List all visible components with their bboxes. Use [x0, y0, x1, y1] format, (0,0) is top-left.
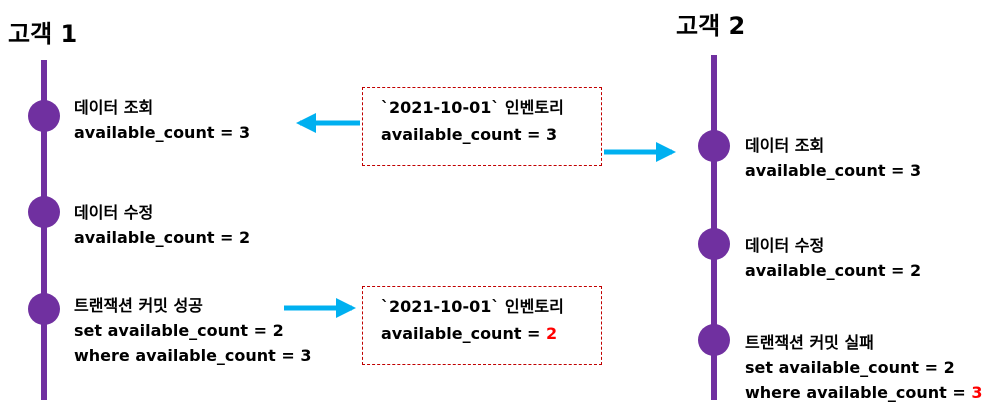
event-title: 데이터 수정	[745, 236, 825, 255]
inventory-before-box: `2021-10-01` 인벤토리 available_count = 3	[362, 87, 602, 166]
condition-text: where available_count =	[745, 383, 972, 402]
customer2-timeline	[711, 55, 717, 400]
customer1-event-read: 데이터 조회 available_count = 3	[74, 95, 250, 145]
customer1-event-marker	[28, 100, 60, 132]
customer2-event-update: 데이터 수정 available_count = 2	[745, 233, 921, 283]
inventory-value-text: available_count =	[381, 324, 547, 343]
conflict-value: 3	[971, 383, 983, 402]
customer1-event-update: 데이터 수정 available_count = 2	[74, 200, 250, 250]
event-detail: set available_count = 2	[745, 358, 955, 377]
inventory-title: `2021-10-01` 인벤토리	[381, 297, 564, 316]
customer2-event-commit: 트랜잭션 커밋 실패 set available_count = 2 where…	[745, 330, 983, 405]
customer2-event-marker	[698, 228, 730, 260]
event-title: 데이터 조회	[745, 136, 825, 155]
customer2-event-marker	[698, 324, 730, 356]
inventory-value: available_count = 2	[381, 320, 601, 347]
inventory-title: `2021-10-01` 인벤토리	[381, 98, 564, 117]
event-detail: available_count = 3	[74, 123, 251, 142]
customer2-title: 고객 2	[676, 12, 746, 40]
event-title: 트랜잭션 커밋 실패	[745, 333, 874, 352]
event-title: 데이터 조회	[74, 98, 154, 117]
customer2-event-read: 데이터 조회 available_count = 3	[745, 133, 921, 183]
event-title: 트랜잭션 커밋 성공	[74, 296, 203, 315]
customer1-event-commit: 트랜잭션 커밋 성공 set available_count = 2 where…	[74, 293, 312, 368]
event-detail: set available_count = 2	[74, 321, 284, 340]
event-detail: available_count = 2	[74, 228, 251, 247]
event-detail: where available_count = 3	[74, 346, 312, 365]
customer1-timeline	[41, 60, 47, 400]
event-detail: where available_count = 3	[745, 380, 983, 405]
inventory-value: available_count = 3	[381, 125, 558, 144]
customer1-event-marker	[28, 293, 60, 325]
customer2-event-marker	[698, 130, 730, 162]
event-detail: available_count = 2	[745, 261, 922, 280]
inventory-after-box: `2021-10-01` 인벤토리 available_count = 2	[362, 286, 602, 365]
updated-value: 2	[546, 324, 558, 343]
event-detail: available_count = 3	[745, 161, 922, 180]
customer1-title: 고객 1	[8, 20, 78, 48]
customer1-event-marker	[28, 196, 60, 228]
event-title: 데이터 수정	[74, 203, 154, 222]
